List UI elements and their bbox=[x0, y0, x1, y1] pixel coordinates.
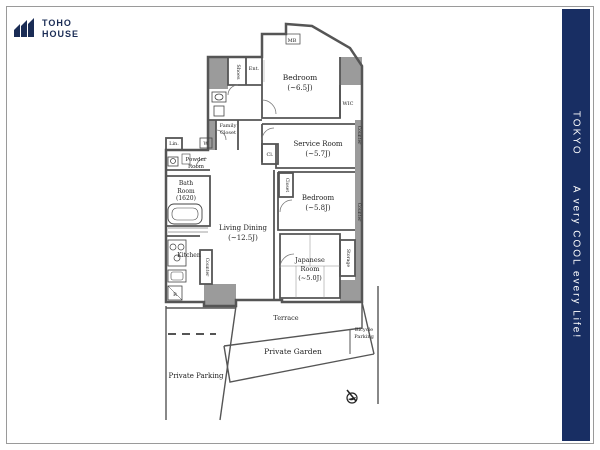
room-labels: MB Bedroom (~6.5J) Shoes Ent. WIC Family… bbox=[169, 33, 375, 380]
sidebar-band bbox=[562, 9, 590, 441]
r-label: R bbox=[173, 292, 177, 298]
logo-mark-icon bbox=[14, 18, 34, 37]
parking-label: Parking bbox=[354, 334, 374, 340]
outer-walls bbox=[164, 22, 364, 308]
wic-label: WIC bbox=[343, 101, 354, 107]
japanese-room-name: Japanese bbox=[294, 256, 325, 264]
bicycle-label: Bicycle bbox=[355, 327, 373, 333]
stove-icon bbox=[167, 239, 187, 267]
service-room-name: Service Room bbox=[293, 140, 342, 148]
counter-label-3: Counter bbox=[204, 258, 210, 277]
w-label: W bbox=[203, 141, 209, 147]
cl-label: Cl. bbox=[266, 152, 273, 158]
powder-room-name2: Room bbox=[188, 164, 205, 170]
lin-label: Lin. bbox=[169, 141, 179, 147]
brand-name-line1: TOHO bbox=[42, 18, 72, 28]
ent-label: Ent. bbox=[249, 66, 260, 72]
bedroom2-name: Bedroom bbox=[302, 194, 335, 202]
brand-name-line2: HOUSE bbox=[42, 29, 80, 39]
powder-room-name: Powder bbox=[186, 157, 207, 163]
exterior-lines bbox=[165, 286, 379, 421]
brand-logo[interactable]: TOHO HOUSE bbox=[12, 17, 112, 39]
japanese-room-name2: Room bbox=[301, 265, 320, 273]
bath-room-size: (1620) bbox=[176, 195, 196, 202]
family-closet-name: Family bbox=[220, 123, 237, 129]
living-dining-name: Living Dining bbox=[219, 224, 267, 232]
bedroom2-size: (~5.8J) bbox=[305, 204, 331, 212]
private-garden-label: Private Garden bbox=[264, 347, 322, 356]
bedroom1-size: (~6.5J) bbox=[287, 84, 313, 92]
terrace-label: Terrace bbox=[273, 314, 298, 322]
shoes-label: Shoes bbox=[235, 64, 241, 80]
counter-label-1: Counter bbox=[356, 126, 362, 145]
bath-room-name: Bath bbox=[179, 180, 193, 187]
counter-label-2: Counter bbox=[356, 203, 362, 222]
structural-walls bbox=[204, 57, 363, 306]
mb-label: MB bbox=[288, 38, 297, 44]
north-arrow-icon bbox=[346, 389, 358, 404]
living-dining-size: (~12.5J) bbox=[228, 234, 258, 242]
closet-label: Closet bbox=[284, 178, 290, 193]
family-closet-name2: Closet bbox=[220, 130, 236, 136]
japanese-room-size: (~5.0J) bbox=[298, 274, 322, 282]
toilet-icon bbox=[211, 91, 227, 117]
service-room-size: (~5.7J) bbox=[305, 150, 331, 158]
bedroom1-name: Bedroom bbox=[283, 73, 317, 82]
page-frame bbox=[6, 6, 594, 444]
toilet-icon bbox=[167, 156, 179, 167]
sink-icon bbox=[167, 269, 187, 283]
private-parking-label: Private Parking bbox=[169, 372, 225, 380]
bath-room-name2: Room bbox=[177, 188, 195, 195]
storage-label: Storage bbox=[345, 249, 351, 267]
inner-walls bbox=[165, 57, 356, 300]
kitchen-name: Kitchen bbox=[177, 252, 201, 259]
bathtub-icon bbox=[167, 203, 203, 225]
fixtures bbox=[167, 60, 340, 301]
